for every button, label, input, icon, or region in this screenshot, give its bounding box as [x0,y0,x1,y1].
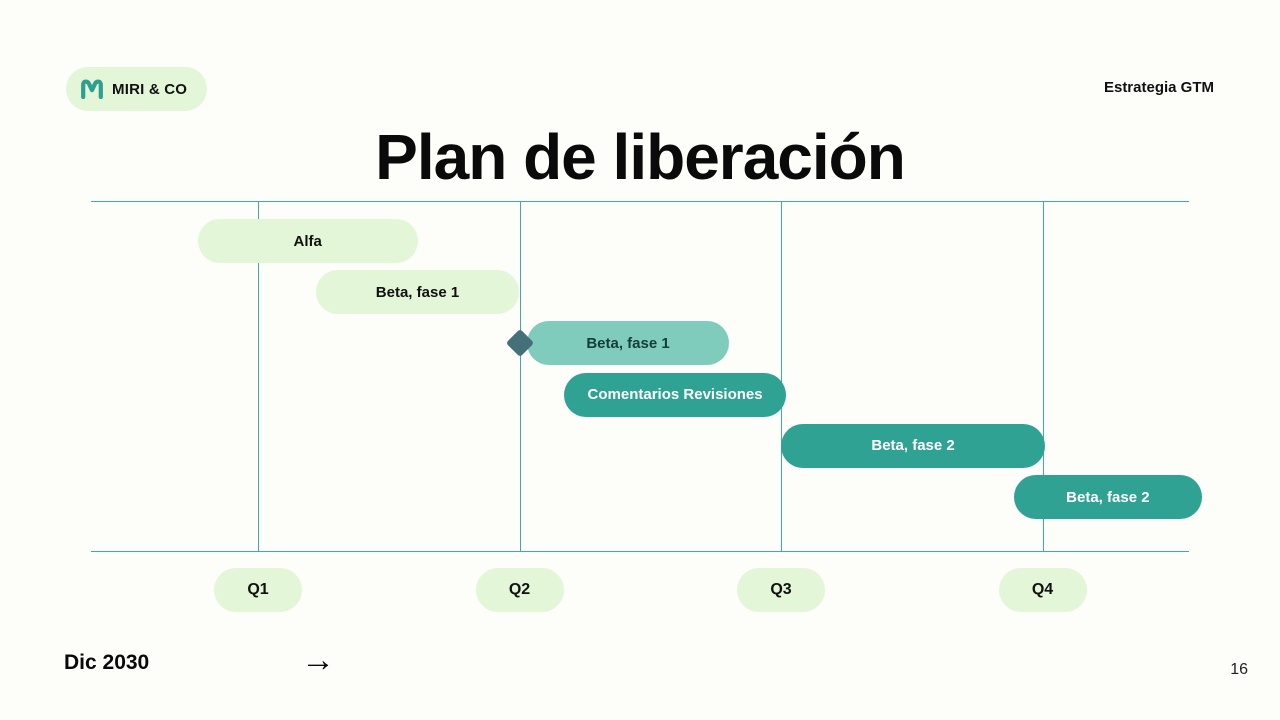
page-number: 16 [1230,661,1248,678]
chart-gridline [519,201,521,551]
quarter-label: Q2 [475,568,564,612]
gantt-bar: Comentarios Revisiones [563,372,787,417]
gantt-bar: Beta, fase 1 [527,321,729,366]
chart-bottom-line [91,551,1189,552]
gantt-bar: Alfa [197,219,418,263]
gantt-bar: Beta, fase 1 [315,270,520,315]
arrow-icon: → [301,641,335,679]
header-tag: Estrategia GTM [1103,79,1214,96]
quarter-label: Q3 [737,568,825,612]
slide-title: Plan de liberación [375,121,906,193]
gantt-bar: Beta, fase 2 [1013,475,1202,519]
brand-name: MIRI & CO [112,80,188,98]
chart-gridline [1042,201,1044,551]
footer-date: Dic 2030 [64,651,150,674]
chart-top-line [91,201,1189,202]
brand-logo: MIRI & CO [66,67,208,111]
gantt-bar: Beta, fase 2 [781,423,1046,468]
chart-gridline [781,201,782,551]
quarter-label: Q1 [214,568,302,612]
logo-m-icon [80,79,104,99]
quarter-label: Q4 [998,568,1087,612]
chart-gridline [258,201,259,551]
